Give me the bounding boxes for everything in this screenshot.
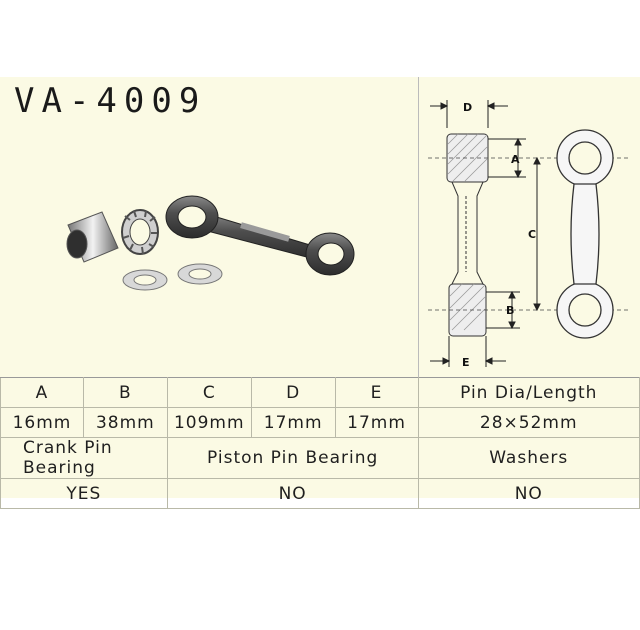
divider [418, 77, 419, 377]
value-b: 38mm [82, 407, 168, 438]
value-e: 17mm [334, 407, 419, 438]
header-pin-dia-length: Pin Dia/Length [417, 377, 640, 408]
header-piston-pin-bearing: Piston Pin Bearing [166, 437, 419, 479]
piston-pin-image [66, 211, 119, 263]
dim-label-a: A [511, 153, 520, 166]
value-d: 17mm [250, 407, 336, 438]
header-washers: Washers [417, 437, 640, 479]
value-piston-pin-bearing: NO [166, 478, 419, 509]
needle-bearing-image [121, 209, 159, 255]
spec-header-row: A B C D E Pin Dia/Length [0, 377, 640, 408]
value-a: 16mm [0, 407, 84, 438]
value-c: 109mm [166, 407, 252, 438]
dimension-diagram: D A C B E [428, 100, 630, 369]
header-e: E [334, 377, 419, 408]
dim-label-c: C [528, 228, 536, 241]
dim-label-d: D [463, 101, 472, 114]
value-crank-pin-bearing: YES [0, 478, 168, 509]
component-header-row: Crank Pin Bearing Piston Pin Bearing Was… [0, 437, 640, 479]
dim-label-e: E [462, 356, 470, 369]
dim-label-b: B [506, 304, 514, 317]
header-d: D [250, 377, 336, 408]
header-crank-pin-bearing: Crank Pin Bearing [0, 437, 168, 479]
value-washers: NO [417, 478, 640, 509]
value-pin-dia-length: 28×52mm [417, 407, 640, 438]
header-b: B [82, 377, 168, 408]
part-number-title: VA-4009 [14, 81, 207, 121]
spec-value-row: 16mm 38mm 109mm 17mm 17mm 28×52mm [0, 407, 640, 438]
connecting-rod-image [165, 195, 355, 276]
spec-table: A B C D E Pin Dia/Length 16mm 38mm 109mm… [0, 377, 640, 509]
connecting-rod-kit-photo [66, 195, 355, 291]
washer-images [122, 263, 223, 291]
component-value-row: YES NO NO [0, 478, 640, 509]
header-a: A [0, 377, 84, 408]
header-c: C [166, 377, 252, 408]
